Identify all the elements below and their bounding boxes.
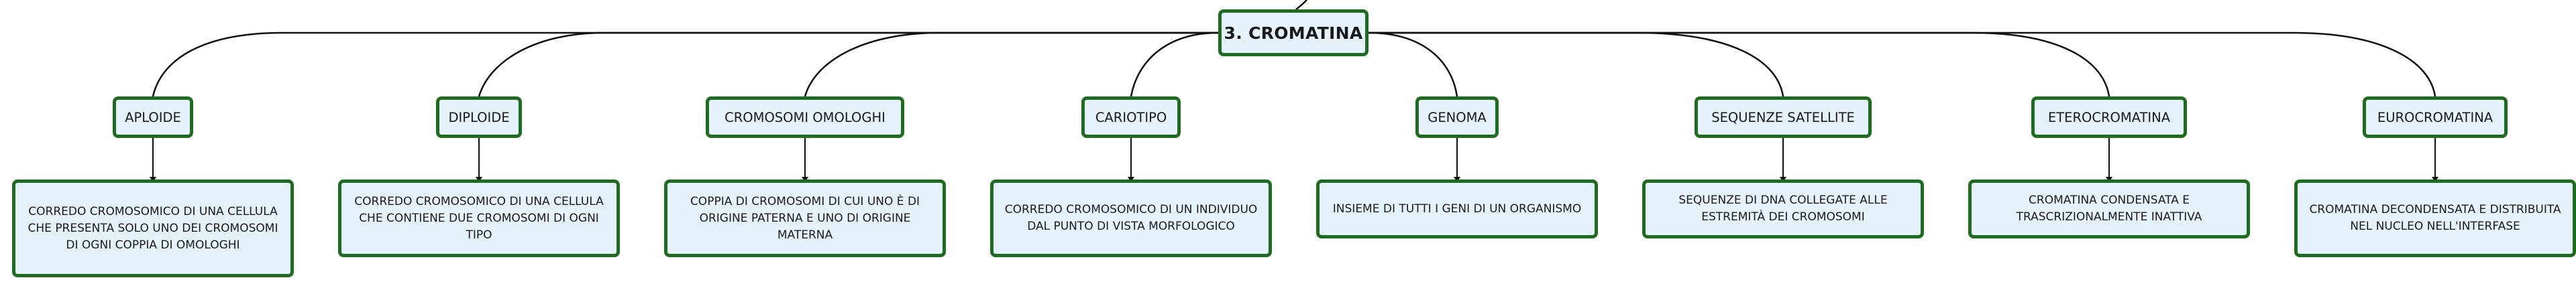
connector-root-aploide: [152, 31, 1218, 97]
definition-text: CORREDO CROMOSOMICO DI UNA CELLULA CHE C…: [354, 194, 604, 242]
concept-node-diploide[interactable]: DIPLOIDE: [436, 96, 522, 138]
concept-node-cariotipo[interactable]: CARIOTIPO: [1081, 96, 1181, 138]
connector-root-omologhi: [804, 31, 1218, 97]
concept-label: CARIOTIPO: [1095, 109, 1167, 125]
definition-text: SEQUENZE DI DNA COLLEGATE ALLE ESTREMITÀ…: [1678, 194, 1888, 224]
definition-text: CORREDO CROMOSOMICO DI UNA CELLULA CHE P…: [28, 204, 278, 252]
definition-node-eurocromatina[interactable]: CROMATINA DECONDENSATA E DISTRIBUITA NEL…: [2294, 179, 2576, 257]
definition-node-diploide[interactable]: CORREDO CROMOSOMICO DI UNA CELLULA CHE C…: [338, 179, 620, 257]
concept-node-genoma[interactable]: GENOMA: [1415, 96, 1499, 138]
definition-node-genoma[interactable]: INSIEME DI TUTTI I GENI DI UN ORGANISMO: [1316, 179, 1598, 238]
concept-label: DIPLOIDE: [448, 109, 510, 125]
root-label: 3. CROMATINA: [1224, 23, 1363, 43]
definition-text: CROMATINA DECONDENSATA E DISTRIBUITA NEL…: [2309, 203, 2561, 233]
concept-node-eterocromatina[interactable]: ETEROCROMATINA: [2031, 96, 2187, 138]
root-node[interactable]: 3. CROMATINA: [1218, 9, 1368, 56]
parent-connector: [1295, 0, 1307, 10]
connector-root-eurocromatina: [1368, 31, 2436, 97]
concept-label: APLOIDE: [125, 109, 181, 125]
concept-node-sequenze-satellite[interactable]: SEQUENZE SATELLITE: [1695, 96, 1872, 138]
concept-node-eurocromatina[interactable]: EUROCROMATINA: [2363, 96, 2508, 138]
concept-label: CROMOSOMI OMOLOGHI: [724, 109, 885, 125]
concept-label: GENOMA: [1428, 109, 1487, 125]
connector-root-diploide: [478, 31, 1218, 97]
definition-node-cariotipo[interactable]: CORREDO CROMOSOMICO DI UN INDIVIDUO DAL …: [990, 179, 1272, 257]
definition-node-aploide[interactable]: CORREDO CROMOSOMICO DI UNA CELLULA CHE P…: [12, 179, 294, 277]
definition-node-cromosomi-omologhi[interactable]: COPPIA DI CROMOSOMI DI CUI UNO È DI ORIG…: [664, 179, 946, 257]
concept-label: EUROCROMATINA: [2377, 109, 2493, 125]
definition-node-sequenze-satellite[interactable]: SEQUENZE DI DNA COLLEGATE ALLE ESTREMITÀ…: [1642, 179, 1924, 238]
definition-node-eterocromatina[interactable]: CROMATINA CONDENSATA E TRASCRIZIONALMENT…: [1968, 179, 2250, 238]
concept-label: ETEROCROMATINA: [2047, 109, 2171, 125]
connector-root-genoma: [1368, 31, 1458, 97]
definition-text: INSIEME DI TUTTI I GENI DI UN ORGANISMO: [1332, 202, 1582, 216]
connector-root-cariotipo: [1130, 31, 1219, 97]
concept-node-aploide[interactable]: APLOIDE: [113, 96, 193, 138]
connector-root-satellite: [1368, 31, 1784, 97]
definition-text: CROMATINA CONDENSATA E TRASCRIZIONALMENT…: [2016, 194, 2202, 224]
connector-root-eterocromatina: [1368, 31, 2110, 97]
concept-node-cromosomi-omologhi[interactable]: CROMOSOMI OMOLOGHI: [706, 96, 904, 138]
definition-text: CORREDO CROMOSOMICO DI UN INDIVIDUO DAL …: [1004, 203, 1258, 233]
concept-label: SEQUENZE SATELLITE: [1711, 109, 1855, 125]
definition-text: COPPIA DI CROMOSOMI DI CUI UNO È DI ORIG…: [690, 194, 920, 242]
